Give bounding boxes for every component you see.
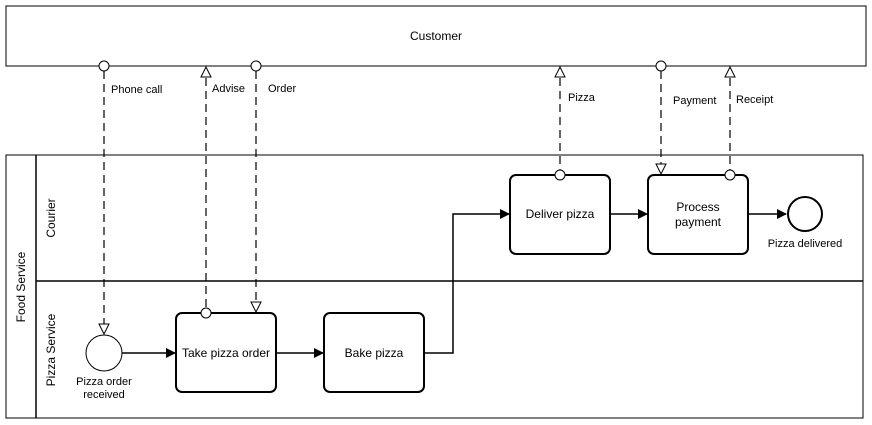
message-flow-pizza-source <box>554 169 566 181</box>
task-take-pizza-order-label: Take pizza order <box>182 346 270 360</box>
message-flow-payment-label: Payment <box>673 95 716 107</box>
sequence-flows <box>122 209 787 358</box>
task-deliver-pizza[interactable]: Deliver pizza <box>509 174 611 255</box>
message-flow-payment-source <box>655 60 667 72</box>
message-flow-phone-call-arrow <box>98 323 110 336</box>
end-event-label: Pizza delivered <box>768 238 843 250</box>
task-process-payment-label-line1: Process <box>676 200 719 214</box>
message-flow-receipt-label: Receipt <box>736 94 773 106</box>
message-flow-receipt[interactable]: Receipt <box>724 65 773 181</box>
message-flow-payment[interactable]: Payment <box>655 60 716 176</box>
message-flow-order[interactable]: Order <box>250 60 296 314</box>
message-flow-phone-call-label: Phone call <box>111 84 162 96</box>
message-flow-order-source <box>250 60 262 72</box>
customer-pool-box[interactable] <box>5 5 867 67</box>
task-process-payment-box[interactable] <box>647 174 749 255</box>
message-flow-advise-source <box>200 307 212 319</box>
message-flow-advise-arrow <box>200 65 212 78</box>
message-flow-phone-call[interactable]: Phone call <box>98 60 162 336</box>
message-flow-pizza-arrow <box>554 65 566 78</box>
food-service-pool-label: Food Service <box>14 251 28 322</box>
start-event-label-line1: Pizza order <box>76 376 132 388</box>
message-flow-receipt-arrow <box>724 65 736 78</box>
message-flow-order-label: Order <box>268 83 296 95</box>
pizza-service-lane-label: Pizza Service <box>44 313 58 386</box>
task-deliver-pizza-label: Deliver pizza <box>526 207 595 221</box>
start-event[interactable]: Pizza order received <box>76 334 132 401</box>
task-process-payment-label-line2: payment <box>675 215 722 229</box>
task-take-pizza-order-box[interactable] <box>175 312 277 393</box>
start-event-circle[interactable] <box>85 334 123 372</box>
message-flow-order-arrow <box>250 301 262 314</box>
message-flow-payment-arrow <box>655 163 667 176</box>
courier-lane-label: Courier <box>44 198 58 237</box>
task-take-pizza-order[interactable]: Take pizza order <box>175 312 277 393</box>
message-flow-receipt-source <box>724 169 736 181</box>
message-flow-pizza-label: Pizza <box>568 92 596 104</box>
task-process-payment[interactable]: Process payment <box>647 174 749 255</box>
message-flow-pizza[interactable]: Pizza <box>554 65 596 181</box>
message-flow-phone-call-source <box>98 60 110 72</box>
customer-pool[interactable]: Customer <box>5 5 867 67</box>
start-event-label-line2: received <box>83 389 125 401</box>
customer-pool-label: Customer <box>410 29 462 43</box>
message-flows: Phone call Advise Order Pizza Pa <box>98 60 773 336</box>
task-bake-pizza-label: Bake pizza <box>345 346 404 360</box>
message-flow-advise[interactable]: Advise <box>200 65 245 319</box>
message-flow-advise-label: Advise <box>212 83 245 95</box>
end-event[interactable]: Pizza delivered <box>768 196 843 250</box>
task-bake-pizza[interactable]: Bake pizza <box>323 312 425 393</box>
end-event-circle[interactable] <box>787 196 823 232</box>
task-bake-pizza-box[interactable] <box>323 312 425 393</box>
flow-bake-to-deliver[interactable] <box>425 209 510 354</box>
